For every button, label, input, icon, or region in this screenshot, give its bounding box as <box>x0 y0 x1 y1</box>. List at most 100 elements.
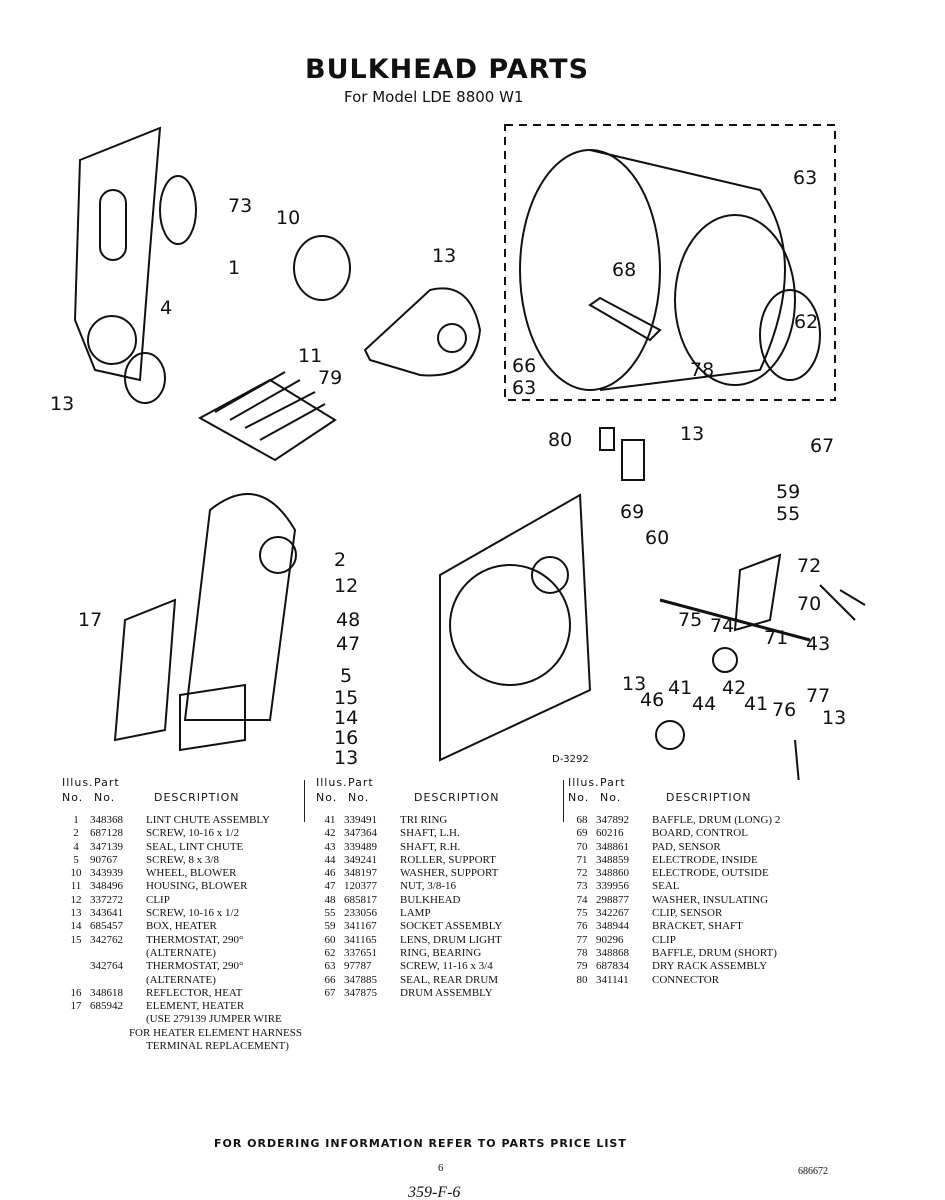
cell-desc: SCREW, 10-16 x 1/2 <box>146 907 240 920</box>
callout-number: 2 <box>334 549 346 571</box>
callout-number: 63 <box>512 377 536 399</box>
callout-number: 48 <box>336 609 360 631</box>
callout-number: 15 <box>334 687 358 709</box>
cell-desc: SHAFT, L.H. <box>400 827 460 840</box>
callout-number: 55 <box>776 503 800 525</box>
cell-part: 348496 <box>90 880 123 893</box>
callout-number: 47 <box>336 633 360 655</box>
illus-header: Illus. <box>62 776 94 789</box>
cell-desc: (ALTERNATE) <box>146 973 216 986</box>
cell-no: 15 <box>70 933 82 946</box>
callout-number: 66 <box>512 355 536 377</box>
cell-part: 120377 <box>344 880 377 893</box>
callout-number: 73 <box>228 195 252 217</box>
diagram-code: D-3292 <box>552 754 589 765</box>
cell-desc: WHEEL, BLOWER <box>146 867 237 880</box>
callout-number: 63 <box>793 167 817 189</box>
cell-desc: THERMOSTAT, 290° <box>146 933 244 946</box>
cell-desc: TERMINAL REPLACEMENT) <box>146 1040 289 1053</box>
callout-number: 5 <box>340 665 352 687</box>
cell-no: 12 <box>70 893 82 906</box>
cell-no: 67 <box>324 986 336 999</box>
cell-part: 342267 <box>596 907 629 920</box>
callout-number: 12 <box>334 575 358 597</box>
cell-part: 347875 <box>344 986 377 999</box>
cell-desc: THERMOSTAT, 290° <box>146 960 244 973</box>
cell-no: 55 <box>324 907 336 920</box>
cell-desc: BAFFLE, DRUM (LONG) 2 <box>652 814 781 826</box>
cell-desc: FOR HEATER ELEMENT HARNESS <box>128 1026 302 1039</box>
cell-no: 66 <box>324 973 336 986</box>
cell-part: 342764 <box>90 960 123 973</box>
cell-desc: SCREW, 8 x 3/8 <box>146 853 219 866</box>
description-header: DESCRIPTION <box>154 791 240 804</box>
cell-desc: BOX, HEATER <box>146 920 217 933</box>
cell-part: 349241 <box>344 853 377 866</box>
callout-number: 4 <box>160 297 172 319</box>
cell-part: 60216 <box>596 827 624 840</box>
cell-no: 77 <box>576 933 588 946</box>
cell-part: 337651 <box>344 946 377 959</box>
callout-number: 78 <box>690 359 714 381</box>
callout-number: 13 <box>622 673 646 695</box>
heater-box-drawing <box>179 683 246 752</box>
cell-no: 5 <box>73 853 79 866</box>
cell-desc: LAMP <box>400 907 431 920</box>
cell-desc: CLIP, SENSOR <box>652 907 723 920</box>
part-header: Part <box>94 776 120 789</box>
callout-number: 41 <box>744 693 768 715</box>
cell-no: 14 <box>70 920 82 933</box>
cell-part: 348944 <box>596 920 629 933</box>
bulkhead-drawing <box>439 493 592 762</box>
cell-desc: ELECTRODE, INSIDE <box>652 853 758 866</box>
cell-no: 47 <box>324 880 336 893</box>
cell-no: 69 <box>576 827 588 840</box>
cell-desc: BRACKET, SHAFT <box>652 920 743 933</box>
cell-part: 348197 <box>344 867 377 880</box>
callout-number: 13 <box>334 747 358 769</box>
cell-no: 44 <box>324 853 336 866</box>
cell-part <box>90 974 146 987</box>
callout-number: 13 <box>680 423 704 445</box>
cell-desc: CLIP <box>652 933 676 946</box>
callout-number: 70 <box>797 593 821 615</box>
document-number: 686672 <box>798 1166 828 1177</box>
callout-number: 75 <box>678 609 702 631</box>
handwritten-note: 359-F-6 <box>408 1184 461 1200</box>
cell-desc: ELECTRODE, OUTSIDE <box>652 867 769 880</box>
table-row: 342764 THERMOSTAT, 290° <box>62 960 302 973</box>
cell-part: 341141 <box>596 973 629 986</box>
table-row: (ALTERNATE) <box>62 947 302 960</box>
cell-desc: (USE 279139 JUMPER WIRE <box>146 1013 282 1026</box>
table-row: (ALTERNATE) <box>62 974 302 987</box>
cell-no: 48 <box>324 893 336 906</box>
callout-number: 60 <box>645 527 669 549</box>
blower-housing-drawing <box>363 287 482 377</box>
cell-part: 348868 <box>596 946 629 959</box>
cell-desc: LENS, DRUM LIGHT <box>400 933 502 946</box>
cell-part: 97787 <box>344 960 372 973</box>
callout-number: 10 <box>276 207 300 229</box>
cell-desc: SHAFT, R.H. <box>400 840 461 853</box>
cell-part: 348368 <box>90 814 123 826</box>
cell-no: 2 <box>73 827 79 840</box>
cell-no: 79 <box>576 960 588 973</box>
heater-element-drawing <box>113 598 177 742</box>
cell-part: 298877 <box>596 893 629 906</box>
callout-number: 69 <box>620 501 644 523</box>
